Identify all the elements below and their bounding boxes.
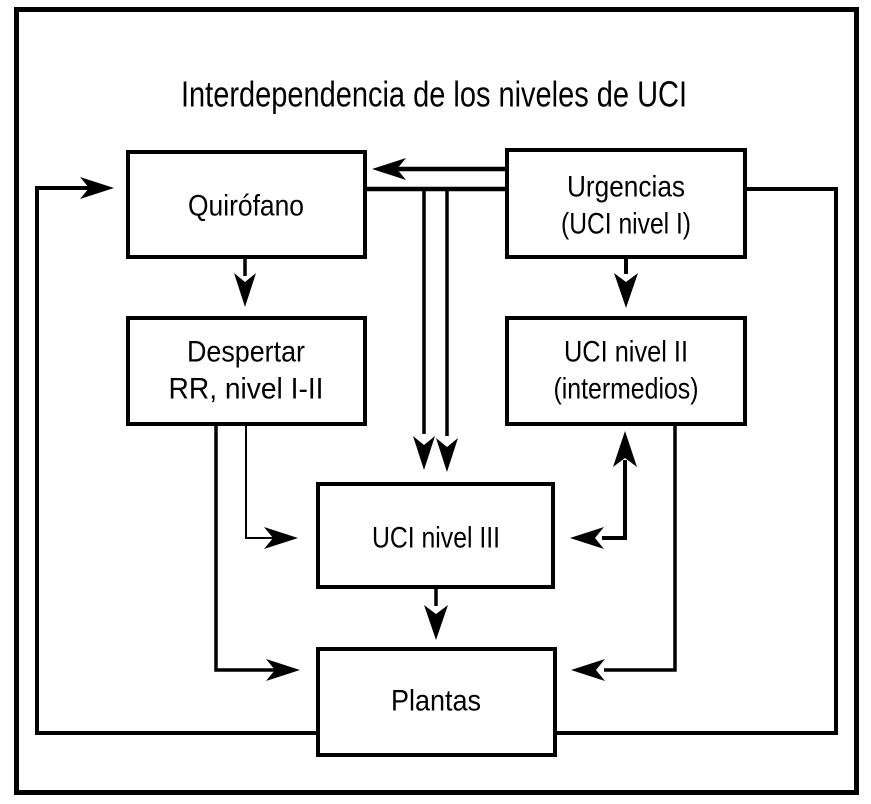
node-box <box>505 148 747 259</box>
edge-plantas-to-quirofano <box>35 177 330 735</box>
edge-line <box>245 424 282 539</box>
node-uci-nivel-2: UCI nivel II (intermedios) <box>505 316 747 426</box>
arrowhead-left-icon <box>571 659 605 681</box>
node-urgencias: Urgencias (UCI nivel I) <box>505 148 747 259</box>
node-plantas: Plantas <box>316 647 557 757</box>
edge-despertar-to-uci3 <box>245 424 298 549</box>
arrowhead-left-icon <box>372 158 406 180</box>
edge-urgencias-to-uci3 <box>436 187 458 472</box>
edge-line <box>602 460 627 540</box>
edge-quirofano-to-uci3 <box>413 187 435 470</box>
edge-uci3-to-plantas <box>424 587 448 640</box>
arrowhead-down-icon <box>436 438 458 472</box>
node-box <box>316 482 555 589</box>
arrowhead-down-icon <box>234 273 256 307</box>
node-sublabel: (UCI nivel I) <box>561 208 691 241</box>
arrowhead-up-icon <box>613 431 637 467</box>
node-box <box>126 316 367 426</box>
diagram-title: Interdependencia de los niveles de UCI <box>181 74 687 115</box>
arrowhead-right-icon <box>264 527 298 549</box>
node-sublabel: (intermedios) <box>554 373 699 406</box>
edge-line <box>214 424 284 672</box>
edge-uci3-uci2-bidirectional <box>570 431 637 549</box>
arrowhead-down-icon <box>413 436 435 470</box>
node-label: UCI nivel III <box>372 522 500 555</box>
node-box <box>126 150 367 259</box>
edge-urgencias-to-uci2 <box>614 257 638 308</box>
edge-line <box>35 186 330 735</box>
node-uci-nivel-3: UCI nivel III <box>316 482 555 589</box>
node-box <box>316 647 557 757</box>
edge-despertar-to-plantas <box>214 424 300 681</box>
outer-border <box>14 7 859 795</box>
node-label: Despertar <box>187 336 305 369</box>
node-label: Quirófano <box>188 190 304 223</box>
edge-plantas-to-urgencias <box>545 187 838 735</box>
node-despertar: Despertar RR, nivel I-II <box>126 316 367 426</box>
arrowhead-left-icon <box>570 527 604 549</box>
arrowhead-right-icon <box>80 177 114 199</box>
node-label: Plantas <box>391 685 481 718</box>
edge-quirofano-to-despertar <box>234 257 256 307</box>
arrowhead-down-icon <box>424 605 448 640</box>
edge-line <box>545 187 838 735</box>
node-label: Urgencias <box>567 171 685 204</box>
edge-uci2-to-plantas <box>571 424 677 681</box>
node-quirofano: Quirófano <box>126 150 367 259</box>
node-box <box>505 316 747 426</box>
edge-line <box>604 424 677 672</box>
arrowhead-right-icon <box>266 659 300 681</box>
node-sublabel: RR, nivel I-II <box>169 373 324 406</box>
arrowhead-down-icon <box>614 273 638 308</box>
node-label: UCI nivel II <box>564 336 688 369</box>
edge-urgencias-to-quirofano <box>372 158 509 180</box>
